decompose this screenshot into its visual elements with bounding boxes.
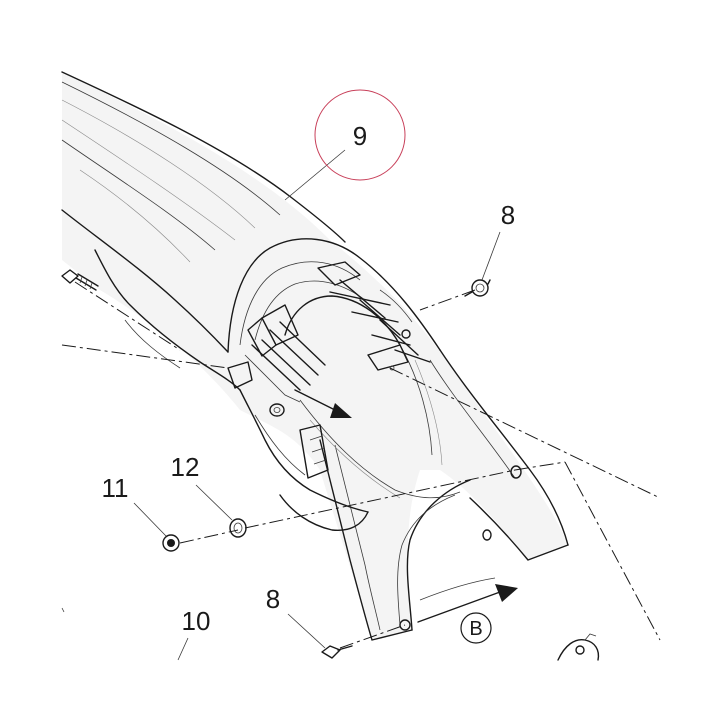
leader-lines bbox=[61, 149, 501, 661]
callout-part-12: 12 bbox=[171, 452, 200, 482]
direction-arrow-bottom bbox=[417, 584, 518, 623]
bolt-8-top bbox=[464, 279, 491, 297]
left-bracket bbox=[94, 249, 369, 532]
inner-ribs-left bbox=[244, 304, 326, 403]
mounting-hole-bottom bbox=[399, 619, 411, 631]
callout-part-11: 11 bbox=[102, 473, 129, 503]
callout-part-8-top: 8 bbox=[501, 200, 515, 230]
bolt-left-top bbox=[61, 269, 99, 291]
view-reference-label: B bbox=[469, 618, 482, 640]
callout-part-9: 9 bbox=[353, 121, 367, 151]
inner-ribs-right bbox=[317, 261, 431, 371]
collar-12 bbox=[229, 518, 247, 538]
centerlines bbox=[61, 281, 661, 649]
direction-arrow-center bbox=[294, 389, 352, 418]
callout-part-10: 10 bbox=[182, 606, 211, 636]
callout-part-8-bottom: 8 bbox=[266, 584, 280, 614]
highlight-circle bbox=[314, 89, 406, 181]
mounting-hole-right bbox=[510, 465, 522, 479]
mounting-hole-lower bbox=[482, 529, 492, 541]
bolt-8-bottom bbox=[321, 645, 353, 659]
view-reference-b: B bbox=[460, 612, 492, 644]
bolt-11 bbox=[162, 534, 180, 552]
clip-part-bottom-right bbox=[557, 633, 600, 661]
